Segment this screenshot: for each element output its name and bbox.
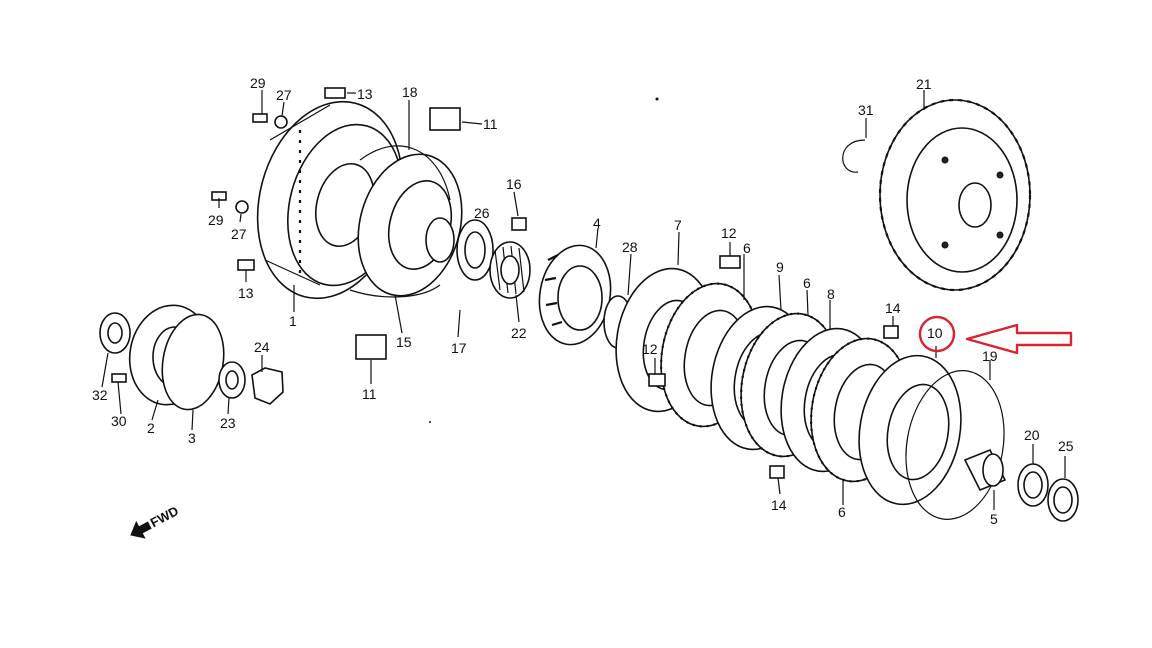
label-25: 25: [1058, 438, 1074, 454]
label-3: 3: [188, 430, 196, 446]
fwd-label: FWD: [148, 503, 181, 530]
label-11a: 11: [483, 116, 498, 132]
label-32: 32: [92, 387, 108, 403]
label-22: 22: [511, 325, 527, 341]
lock-washer-24: [251, 367, 284, 405]
label-2: 2: [147, 420, 155, 436]
label-21: 21: [916, 76, 932, 92]
label-18: 18: [402, 84, 418, 100]
splined-collar: [489, 241, 531, 299]
label-31: 31: [858, 102, 874, 118]
label-7: 7: [674, 217, 682, 233]
label-17: 17: [451, 340, 467, 356]
highlight-circle: [918, 315, 956, 353]
label-16: 16: [506, 176, 522, 192]
label-28: 28: [622, 239, 638, 255]
wire-ring: [905, 370, 1005, 520]
label-4: 4: [593, 215, 601, 231]
label-6b: 6: [803, 275, 811, 291]
label-10: 10: [927, 325, 943, 341]
label-29a: 29: [250, 75, 266, 91]
clutch-hub-assembly: [349, 145, 463, 298]
snap-ring: [842, 139, 866, 173]
label-20: 20: [1024, 427, 1040, 443]
pressure-plate: [858, 354, 962, 506]
label-8: 8: [827, 286, 835, 302]
label-6a: 6: [743, 240, 751, 256]
washer-23: [218, 361, 246, 399]
label-24: 24: [254, 339, 270, 355]
label-9: 9: [776, 259, 784, 275]
label-26: 26: [474, 205, 490, 221]
fwd-indicator: FWD: [130, 503, 181, 539]
label-12a: 12: [721, 225, 737, 241]
highlight-arrow: [965, 323, 1073, 355]
primary-driven-gear: [878, 98, 1032, 292]
leader-lines: [101, 90, 1066, 510]
label-29b: 29: [208, 212, 224, 228]
label-5: 5: [990, 511, 998, 527]
bushing: [963, 448, 1007, 492]
label-12b: 12: [642, 341, 658, 357]
label-13a: 13: [357, 86, 373, 102]
one-way-clutch: [538, 244, 612, 346]
label-1: 1: [289, 313, 297, 329]
label-14a: 14: [885, 300, 901, 316]
label-19: 19: [982, 348, 998, 364]
label-11b: 11: [362, 386, 377, 402]
bearing-32: [99, 312, 131, 354]
label-13b: 13: [238, 285, 254, 301]
retainer-ring: [456, 217, 527, 281]
label-6c: 6: [838, 504, 846, 520]
label-14b: 14: [771, 497, 787, 513]
part-labels: 29 27 13 18 11 16 26 29 27 13 1 15 17 22…: [92, 75, 1074, 527]
label-27b: 27: [231, 226, 247, 242]
label-27a: 27: [276, 87, 292, 103]
label-15: 15: [396, 334, 412, 350]
label-30: 30: [111, 413, 127, 429]
highlight-callout: [918, 315, 1073, 355]
label-23: 23: [220, 415, 236, 431]
